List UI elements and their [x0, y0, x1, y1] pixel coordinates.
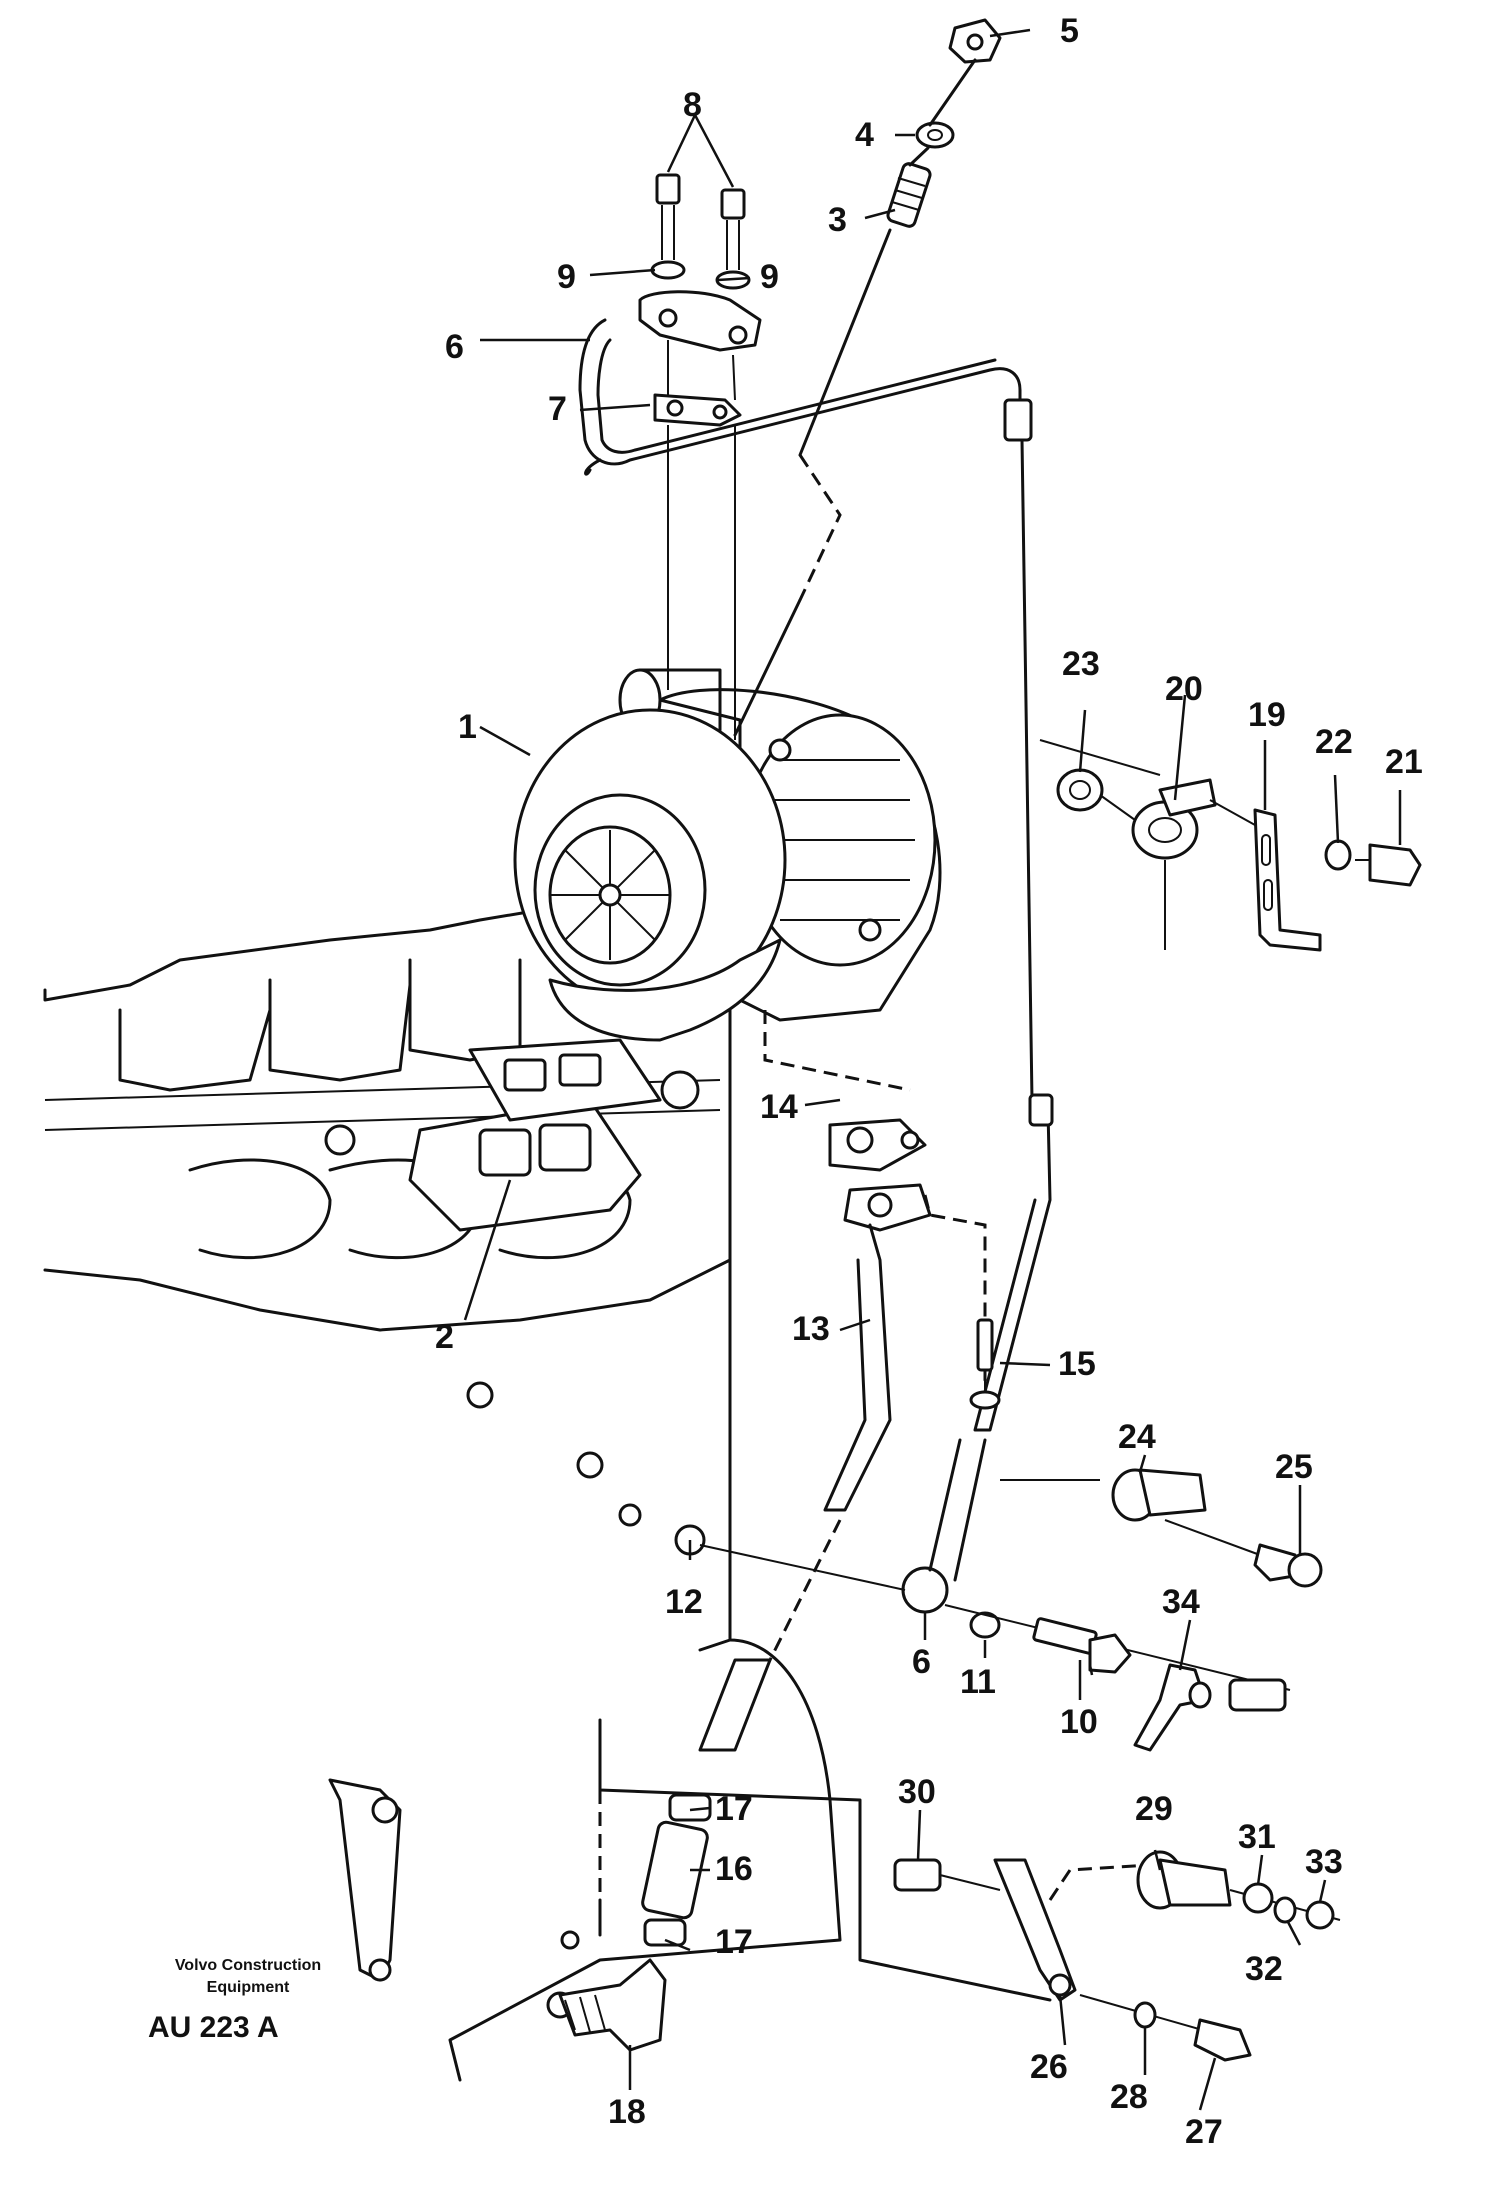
oil-return-pipe [698, 1118, 932, 1752]
gasket-2 [468, 1038, 662, 1122]
callout-6-bottom: 6 [912, 1643, 931, 1681]
callout-19: 19 [1248, 696, 1286, 734]
callout-17-upper: 17 [715, 1790, 753, 1828]
callout-9-left: 9 [557, 258, 576, 296]
callout-14: 14 [760, 1088, 798, 1126]
callout-22: 22 [1315, 723, 1353, 761]
bottom-left-bracket [328, 1778, 402, 1982]
callout-32: 32 [1245, 1950, 1283, 1988]
callout-3: 3 [828, 201, 847, 239]
callout-11: 11 [960, 1663, 996, 1701]
callout-30: 30 [898, 1773, 936, 1811]
connection-lines [560, 1010, 1052, 2002]
callout-29: 29 [1135, 1790, 1173, 1828]
callout-28: 28 [1110, 2078, 1148, 2116]
turbocharger [513, 668, 942, 1042]
leader-lines [463, 28, 1402, 2111]
callout-20: 20 [1165, 670, 1203, 708]
clip-assembly-upper [1039, 739, 1422, 952]
callout-27: 27 [1185, 2113, 1223, 2151]
callout-2: 2 [435, 1318, 454, 1356]
callout-24: 24 [1118, 1418, 1156, 1456]
top-flange-bolts [638, 173, 762, 740]
callout-21: 21 [1385, 743, 1423, 781]
callout-8: 8 [683, 86, 702, 124]
drawing-code: AU 223 A [148, 2011, 279, 2044]
banjo-fittings-top [733, 18, 1002, 737]
callout-5: 5 [1060, 12, 1079, 50]
bottom-bracket-assembly [893, 1850, 1341, 2062]
engine-block [43, 908, 842, 2082]
callout-10: 10 [1060, 1703, 1098, 1741]
callout-33: 33 [1305, 1843, 1343, 1881]
publisher-name: Volvo Construction [174, 1957, 322, 1974]
callout-31: 31 [1238, 1818, 1276, 1856]
publisher-subtitle: Equipment [206, 1979, 290, 1996]
callout-25: 25 [1275, 1448, 1313, 1486]
callout-18: 18 [608, 2093, 646, 2131]
callout-23: 23 [1062, 645, 1100, 683]
callout-26: 26 [1030, 2048, 1068, 2086]
callout-7: 7 [548, 390, 567, 428]
publisher-credit: Volvo Construction Equipment AU 223 A [148, 1955, 348, 2045]
callout-13: 13 [792, 1310, 830, 1348]
callout-9-right: 9 [760, 258, 779, 296]
hose-assembly [558, 1793, 712, 2052]
banjo-fittings-lower [674, 1524, 1291, 1752]
callout-1: 1 [458, 708, 477, 746]
clip-assembly-mid [1000, 1468, 1323, 1588]
callout-16: 16 [715, 1850, 753, 1888]
callout-4: 4 [855, 116, 874, 154]
oil-feed-pipe [578, 318, 1054, 1614]
callout-17-lower: 17 [715, 1923, 753, 1961]
callout-15: 15 [1058, 1345, 1096, 1383]
callout-12: 12 [665, 1583, 703, 1621]
callout-34: 34 [1162, 1583, 1200, 1621]
callout-6-top: 6 [445, 328, 464, 366]
